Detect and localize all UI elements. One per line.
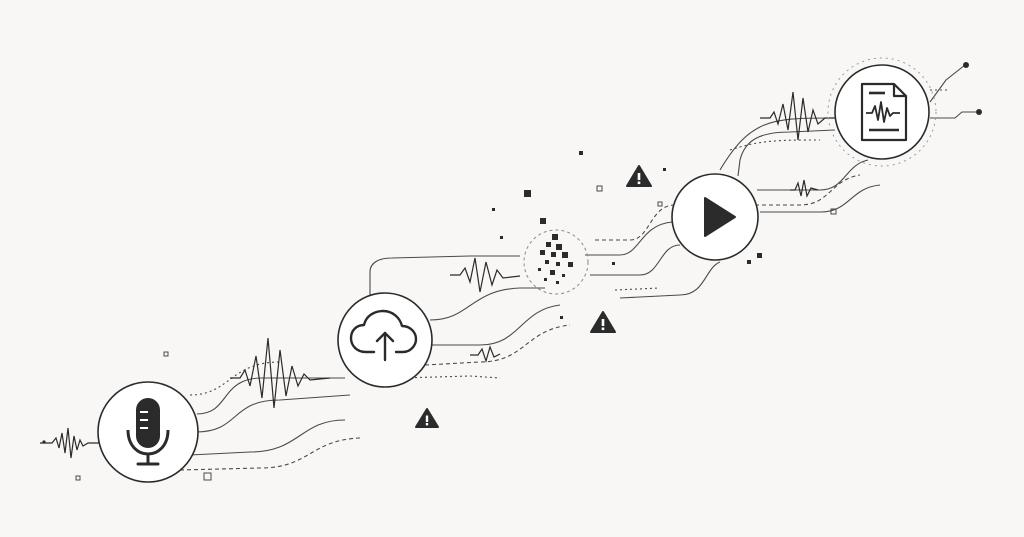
warning-icon <box>590 311 616 333</box>
pixel <box>579 151 583 155</box>
pixel <box>75 475 81 481</box>
play-icon <box>704 197 736 237</box>
connector-line <box>737 129 836 177</box>
waveform <box>230 337 331 409</box>
pixel <box>492 208 495 211</box>
noise-pixels <box>492 151 762 319</box>
connector-line <box>757 159 869 191</box>
connector-line <box>196 377 345 415</box>
connector-line <box>179 437 361 471</box>
warning-icon <box>626 165 652 187</box>
connector-line <box>429 287 545 321</box>
pixel <box>560 316 563 319</box>
pixel <box>203 472 212 481</box>
pixel <box>830 208 837 215</box>
waveforms <box>40 91 835 459</box>
pixel <box>524 190 531 197</box>
pixel <box>612 262 615 265</box>
pixel <box>596 185 603 192</box>
noise-hub-ring <box>523 229 589 295</box>
connector-line <box>399 375 501 379</box>
pixel <box>657 201 663 207</box>
pixel <box>163 351 169 357</box>
terminal-dot <box>976 109 982 115</box>
node-record[interactable] <box>97 381 199 483</box>
warning-icon <box>415 408 439 428</box>
node-transcript[interactable] <box>827 57 937 167</box>
pixel <box>540 218 546 224</box>
waveform <box>470 345 501 364</box>
connector-line <box>719 117 831 171</box>
noise-outline-pixels <box>75 185 837 481</box>
warning-badge <box>626 165 652 187</box>
connector-line <box>590 244 681 276</box>
connector-line <box>760 184 881 213</box>
node-play[interactable] <box>671 173 759 261</box>
warning-badge <box>415 408 439 428</box>
connector-line <box>729 139 821 151</box>
pixel <box>747 260 751 264</box>
connector-line <box>369 255 520 295</box>
connector-line <box>614 287 661 291</box>
connector-line <box>189 419 346 456</box>
waveform <box>760 91 835 141</box>
connector-line <box>585 221 673 256</box>
pixel <box>500 236 503 239</box>
audio-document-icon <box>860 82 908 142</box>
waveform <box>790 179 819 198</box>
node-upload[interactable] <box>337 292 433 388</box>
connector-line <box>930 111 978 119</box>
warning-badge <box>590 311 616 333</box>
connector-line <box>424 324 571 366</box>
connector-line <box>619 261 721 299</box>
waveform <box>40 427 99 459</box>
noise-hub <box>523 229 589 295</box>
waveform <box>450 257 521 293</box>
pixel <box>757 253 762 258</box>
connector-line <box>595 204 676 241</box>
connector-line <box>929 64 966 103</box>
pixel-noise-icon <box>538 234 573 284</box>
terminal-dot <box>963 62 969 68</box>
cloud-upload-icon <box>349 309 418 362</box>
connector-line <box>432 304 561 346</box>
microphone-icon <box>126 398 170 466</box>
pixel <box>663 168 666 171</box>
